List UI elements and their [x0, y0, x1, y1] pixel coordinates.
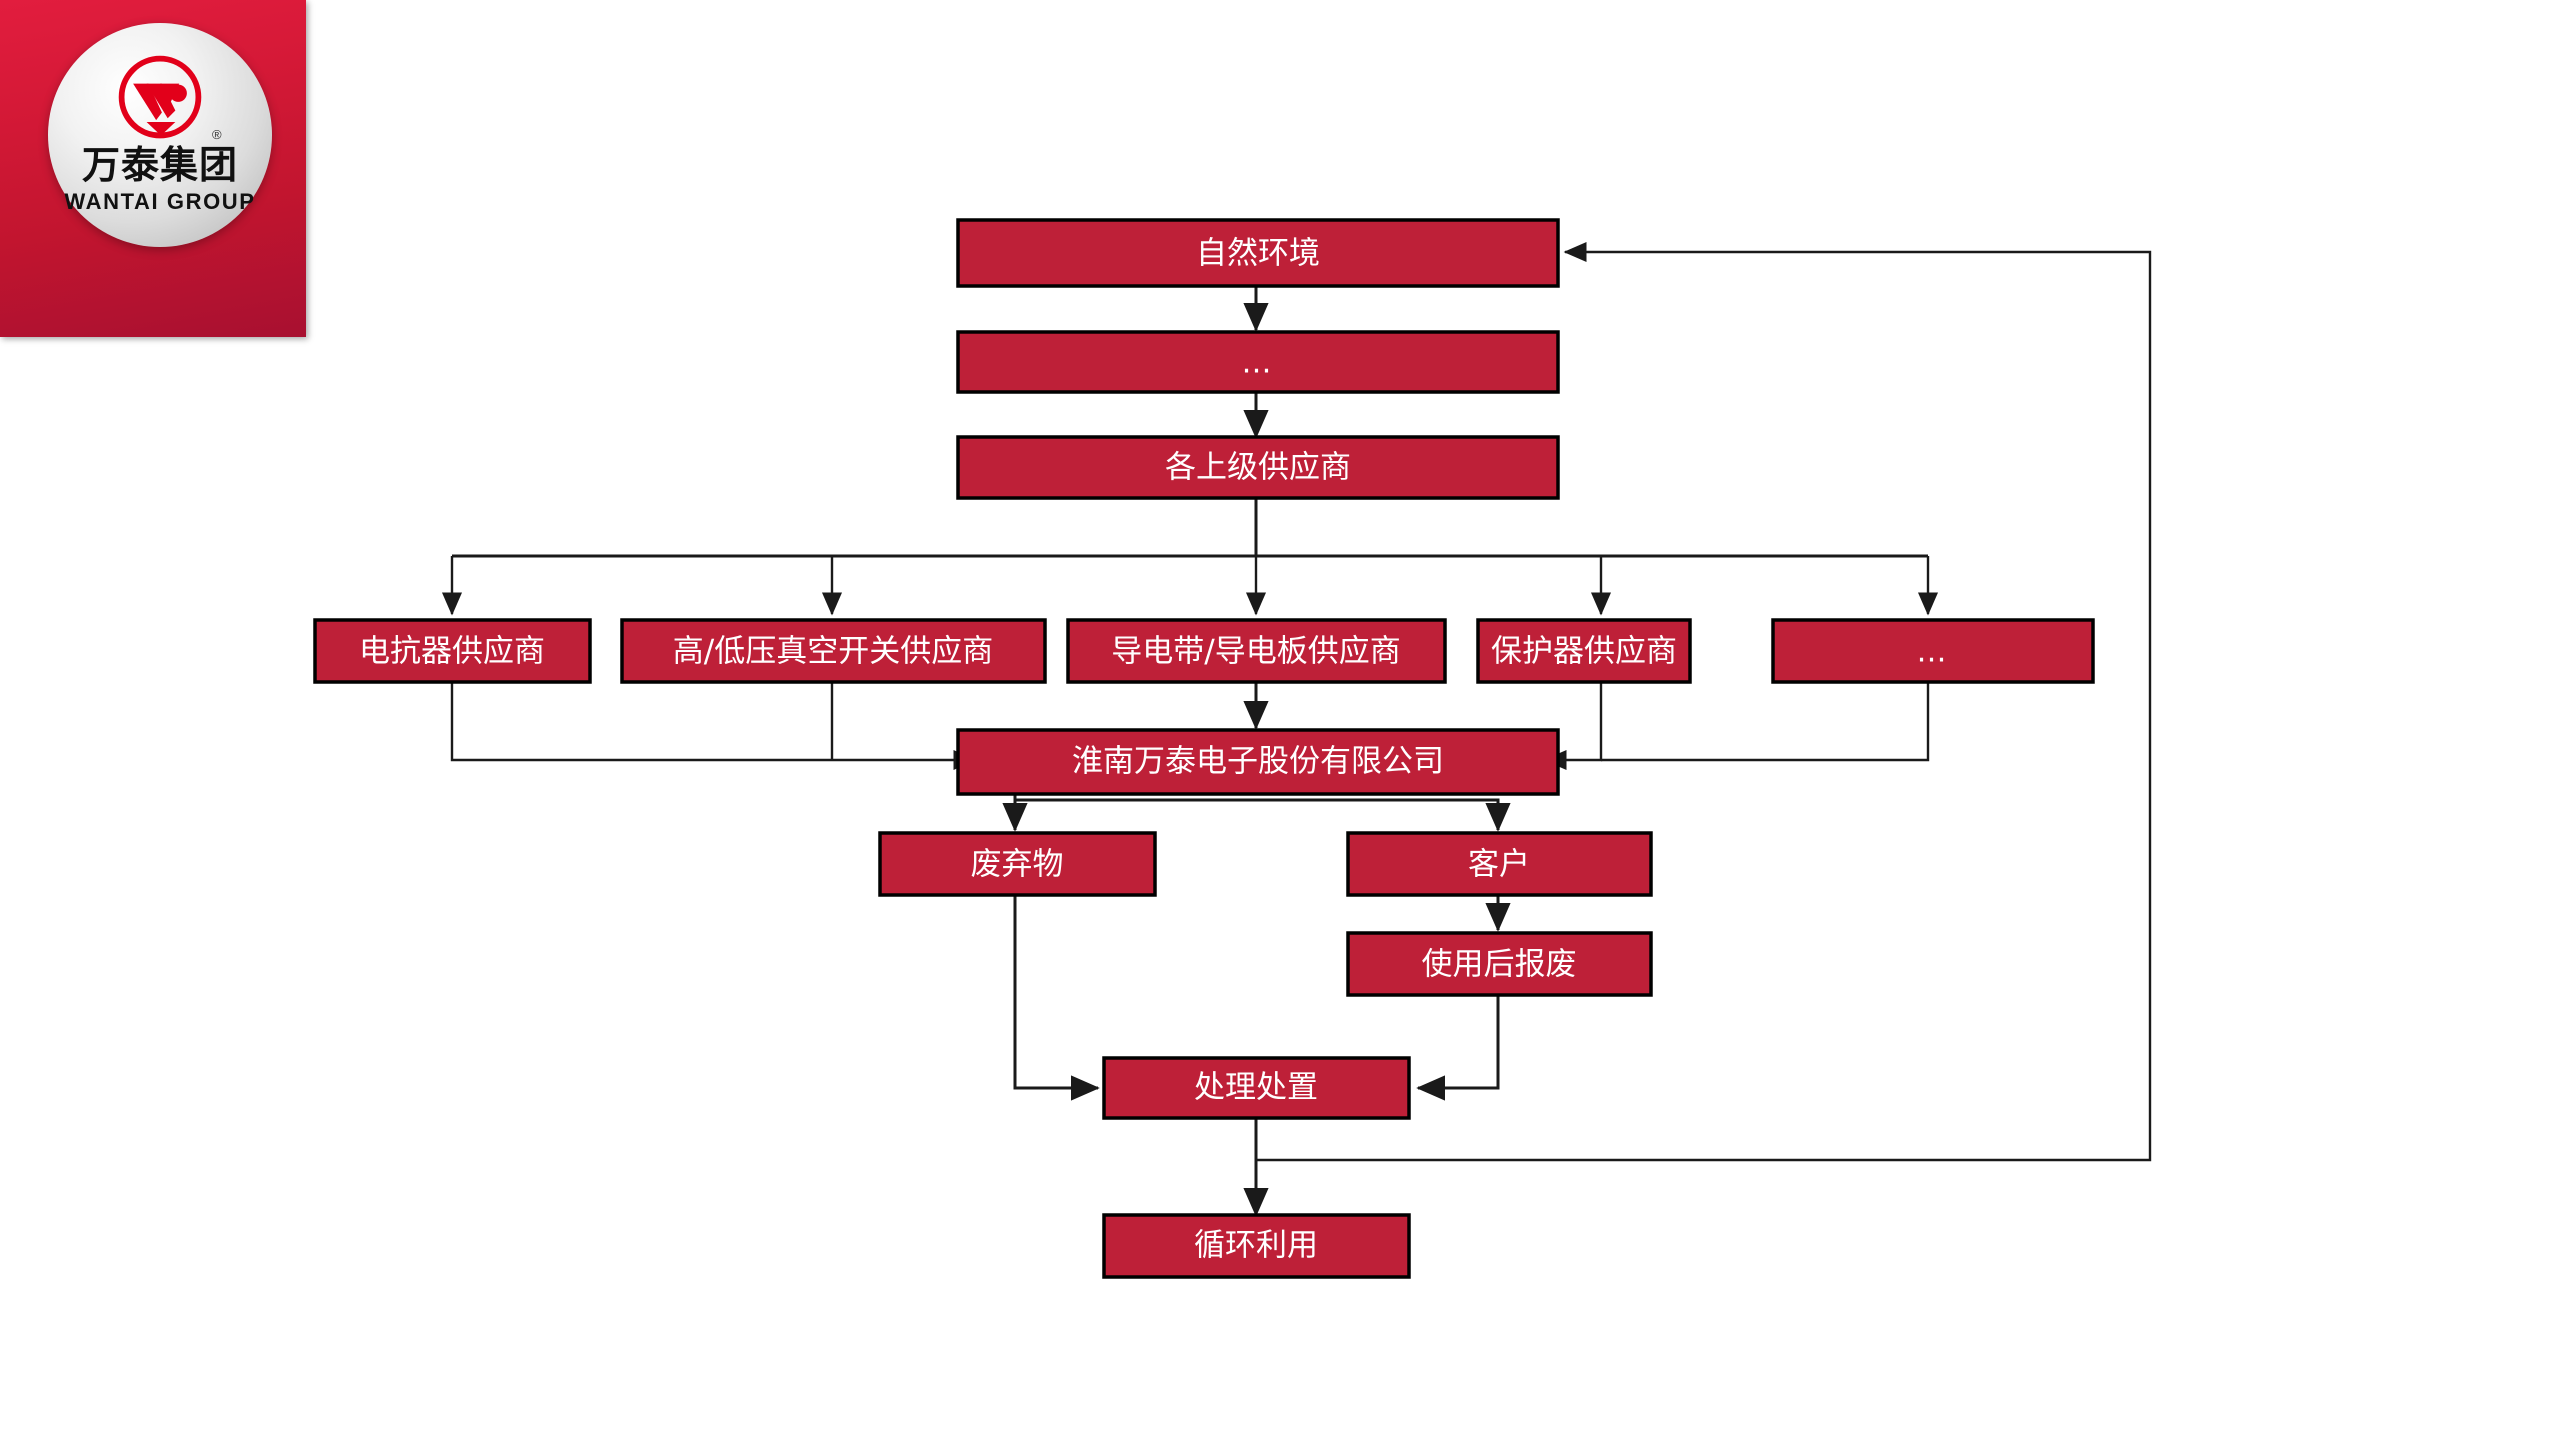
- node-label-conductive-strip-supplier: 导电带/导电板供应商: [1111, 634, 1400, 670]
- node-natural-environment[interactable]: 自然环境: [956, 218, 1560, 288]
- edge-scrap-to-treatment: [1416, 995, 1500, 1101]
- node-label-scrap-after-use: 使用后报废: [1422, 947, 1577, 983]
- node-treatment-disposal[interactable]: 处理处置: [1102, 1056, 1411, 1120]
- connector-layer: [441, 241, 2152, 1217]
- wantai-emblem-icon: [118, 55, 202, 139]
- edge-company-fanout: [1013, 794, 1500, 830]
- node-recycling[interactable]: 循环利用: [1102, 1213, 1411, 1279]
- logo-name-en: WANTAI GROUP: [64, 189, 256, 214]
- node-label-recycling: 循环利用: [1194, 1228, 1318, 1264]
- node-label-reactor-supplier: 电抗器供应商: [359, 634, 545, 670]
- node-label-vacuum-switch-supplier: 高/低压真空开关供应商: [673, 634, 993, 670]
- edge-reactor-supplier-to-company: [450, 682, 977, 771]
- logo-sphere: ® 万泰集团 WANTAI GROUP: [48, 23, 272, 247]
- company-logo-panel: ® 万泰集团 WANTAI GROUP: [0, 0, 306, 337]
- edge-treatment-to-environment-feedback: [1256, 241, 2152, 1162]
- edge-supplier-ellipsis-to-company: [1601, 682, 1930, 762]
- node-label-waste: 废弃物: [971, 847, 1064, 883]
- node-waste[interactable]: 废弃物: [878, 831, 1157, 897]
- node-label-treatment-disposal: 处理处置: [1194, 1070, 1318, 1106]
- registered-trademark-icon: ®: [212, 127, 222, 142]
- node-reactor-supplier[interactable]: 电抗器供应商: [313, 618, 592, 684]
- edge-waste-to-treatment: [1013, 896, 1100, 1101]
- node-label-upstream-ellipsis: …: [1242, 346, 1275, 381]
- node-conductive-strip-supplier[interactable]: 导电带/导电板供应商: [1066, 618, 1447, 684]
- node-company[interactable]: 淮南万泰电子股份有限公司: [956, 728, 1560, 796]
- node-label-natural-environment: 自然环境: [1196, 236, 1320, 272]
- node-label-upper-suppliers: 各上级供应商: [1165, 450, 1351, 486]
- node-supplier-ellipsis[interactable]: …: [1771, 618, 2095, 684]
- node-label-company: 淮南万泰电子股份有限公司: [1072, 744, 1444, 780]
- node-vacuum-switch-supplier[interactable]: 高/低压真空开关供应商: [620, 618, 1047, 684]
- node-scrap-after-use[interactable]: 使用后报废: [1346, 931, 1653, 997]
- node-label-protector-supplier: 保护器供应商: [1491, 634, 1677, 670]
- node-customer[interactable]: 客户: [1346, 831, 1653, 897]
- node-label-supplier-ellipsis: …: [1917, 635, 1950, 670]
- logo-name-cn: 万泰集团: [81, 143, 238, 187]
- node-protector-supplier[interactable]: 保护器供应商: [1476, 618, 1692, 684]
- node-upstream-ellipsis[interactable]: …: [956, 330, 1560, 394]
- node-label-customer: 客户: [1468, 847, 1530, 883]
- node-upper-suppliers[interactable]: 各上级供应商: [956, 435, 1560, 500]
